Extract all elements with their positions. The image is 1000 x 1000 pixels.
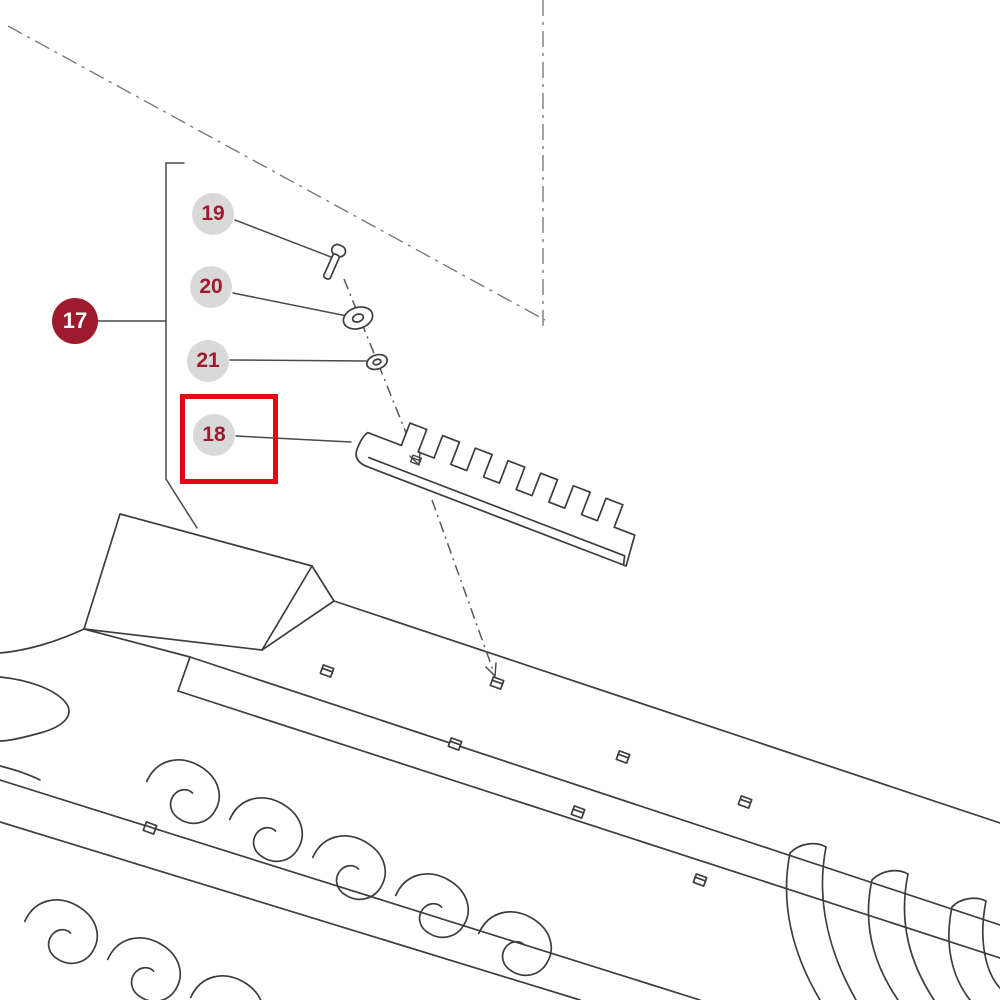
hook-cutout xyxy=(98,927,190,1000)
right-rib-3 xyxy=(948,897,1000,1000)
arrowhead-icon xyxy=(409,451,421,466)
right-rib-2 xyxy=(867,869,935,1000)
left-cap-rib xyxy=(0,676,70,742)
panel-top-edge xyxy=(333,600,1000,824)
bracket-vertical xyxy=(165,162,198,529)
hook-cutout xyxy=(220,787,312,869)
callout-label: 20 xyxy=(199,275,223,298)
screw-shaft xyxy=(322,253,341,280)
left-cap-line xyxy=(0,765,41,781)
rail-left-closure xyxy=(177,656,191,692)
right-rib-1 xyxy=(785,842,857,1000)
end-cap-top-face xyxy=(83,513,335,651)
callout-21[interactable]: 21 xyxy=(187,340,229,382)
hook-cutout xyxy=(303,825,395,907)
end-cap-fold-line xyxy=(261,565,313,651)
hook-cutout xyxy=(181,965,273,1000)
comb-plate-outline xyxy=(355,422,636,567)
callout-19[interactable]: 19 xyxy=(192,193,234,235)
callout-18[interactable]: 18 xyxy=(193,414,235,456)
callout-bracket xyxy=(96,162,198,529)
clip-marker xyxy=(319,664,335,678)
screw-part xyxy=(322,243,347,280)
machine-body xyxy=(0,513,1000,1000)
selected-callout-highlight xyxy=(180,394,278,484)
front-rail-upper xyxy=(0,779,701,1000)
leader-18 xyxy=(235,435,352,443)
washer-small-part xyxy=(365,353,389,371)
comb-plate-part xyxy=(355,422,636,567)
clip-marker xyxy=(489,676,505,690)
clip-marker xyxy=(447,737,463,751)
callout-label: 17 xyxy=(62,308,88,333)
left-cap-edge xyxy=(0,628,85,654)
rail-line-lower xyxy=(177,690,1000,959)
comb-plate-thickness-line xyxy=(367,456,626,565)
clip-marker xyxy=(142,821,158,835)
washer-large-part xyxy=(342,306,374,330)
hook-cutout xyxy=(15,889,107,971)
callout-20[interactable]: 20 xyxy=(190,266,232,308)
leader-20 xyxy=(232,292,348,317)
clip-marker xyxy=(692,873,708,887)
hook-cutout xyxy=(386,863,478,945)
leader-21 xyxy=(229,359,367,362)
clip-marker xyxy=(737,795,753,809)
callout-label: 18 xyxy=(202,423,226,446)
hook-cutout xyxy=(137,749,229,831)
clip-marker xyxy=(570,805,586,819)
leader-lines xyxy=(229,219,367,443)
panel-left-edge xyxy=(83,628,191,658)
boundary-dash-lines xyxy=(7,0,546,326)
arrowhead-icon xyxy=(485,662,497,677)
assembly-axis-lower xyxy=(431,499,494,671)
boundary-diagonal-line xyxy=(7,25,546,321)
front-rail-lower xyxy=(0,821,581,1000)
leader-19 xyxy=(234,219,332,258)
callout-17[interactable]: 17 xyxy=(52,298,98,344)
rail-line-upper xyxy=(189,656,1000,926)
callout-label: 19 xyxy=(201,202,225,225)
clip-marker xyxy=(615,750,631,764)
callout-label: 21 xyxy=(196,349,220,372)
assembly-axis-arrows xyxy=(409,451,497,677)
